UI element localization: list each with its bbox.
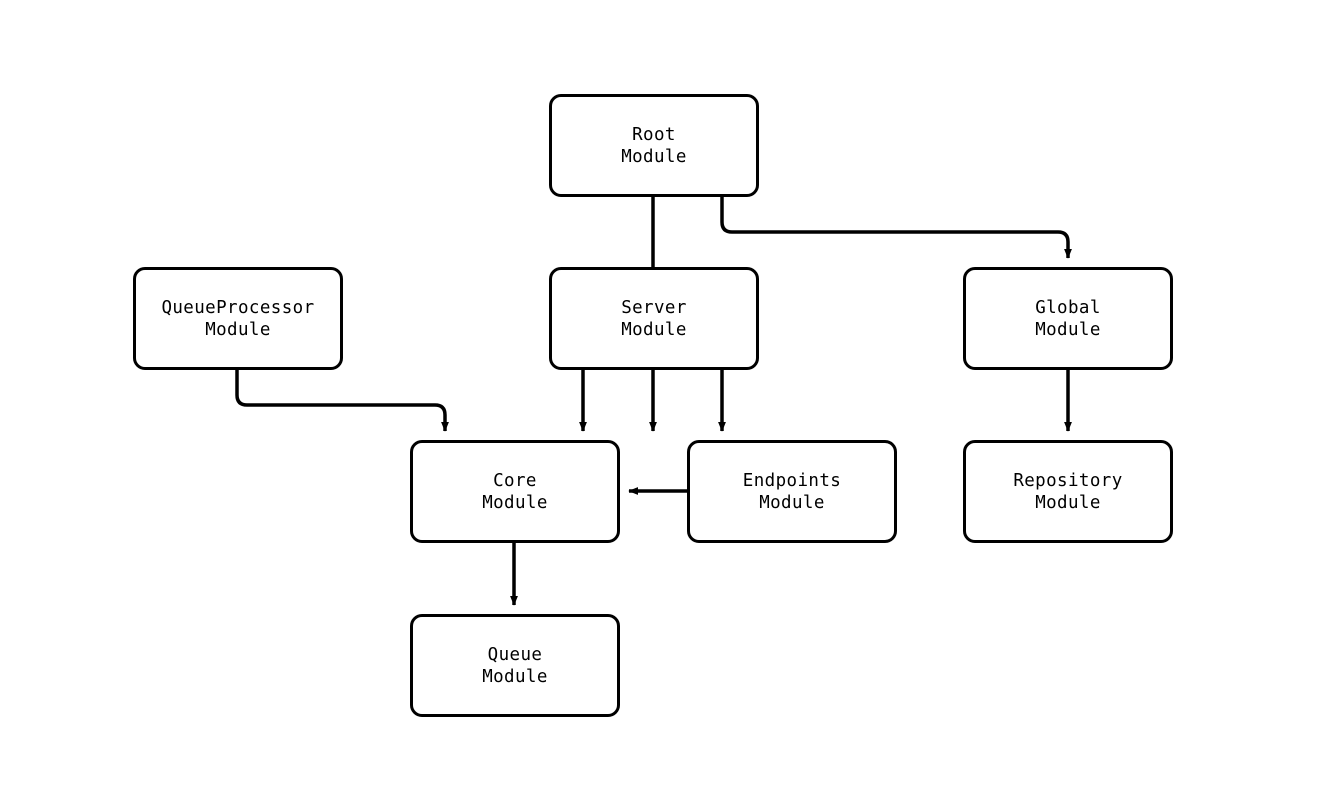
node-global-label-line2: Module bbox=[1035, 319, 1101, 340]
node-queue-label-line2: Module bbox=[482, 666, 548, 687]
node-queueprocessor-label-line1: QueueProcessor bbox=[161, 297, 315, 318]
node-endpoints-label-line1: Endpoints bbox=[742, 470, 842, 491]
edge-root-to-global bbox=[720, 197, 1072, 259]
node-repository-label-line1: Repository bbox=[1013, 470, 1123, 491]
node-root-label-line1: Root bbox=[632, 124, 676, 145]
node-repository-label-line2: Module bbox=[1035, 492, 1101, 513]
edge-queueprocessor-to-core bbox=[235, 370, 449, 432]
node-server-label-line1: Server bbox=[621, 297, 687, 318]
node-server-label-line2: Module bbox=[621, 319, 687, 340]
node-queue-label-line1: Queue bbox=[487, 644, 543, 665]
node-endpoints-label-line2: Module bbox=[759, 492, 825, 513]
node-queueprocessor-label-line2: Module bbox=[205, 319, 271, 340]
node-global-label-line1: Global bbox=[1035, 297, 1101, 318]
node-root-label-line2: Module bbox=[621, 146, 687, 167]
node-core-label-line2: Module bbox=[482, 492, 548, 513]
node-core-label-line1: Core bbox=[493, 470, 537, 491]
